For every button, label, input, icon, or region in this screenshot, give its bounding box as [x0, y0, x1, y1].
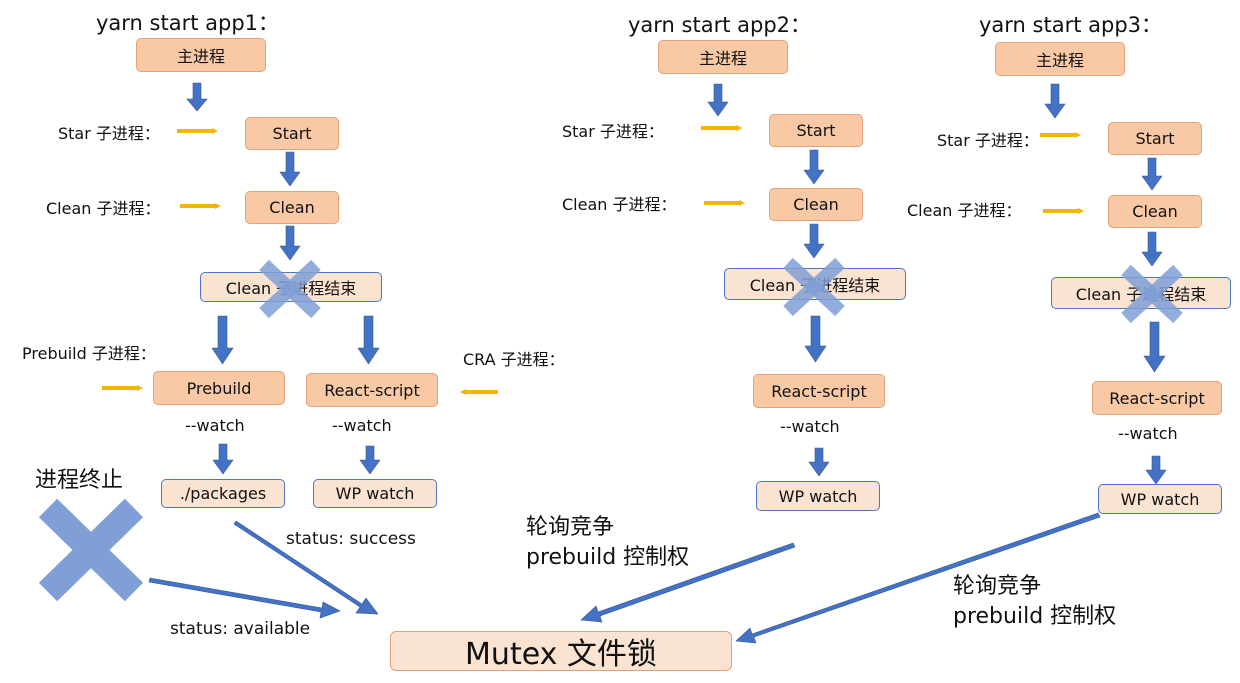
poll-label-app2: 轮询竞争 prebuild 控制权 — [526, 515, 690, 570]
app3-clean-label: Clean 子进程： — [907, 201, 1022, 220]
app1-watch-right: --watch — [332, 416, 392, 435]
terminated-label: 进程终止 — [35, 468, 124, 493]
app1-wp-watch-box: WP watch — [313, 479, 437, 508]
app3-main-process: 主进程 — [995, 42, 1125, 76]
app1-react-script-box: React-script — [306, 373, 438, 407]
app1-main-process: 主进程 — [136, 38, 266, 72]
app3-wp-watch-box: WP watch — [1098, 484, 1222, 514]
app1-prebuild-box: Prebuild — [153, 371, 285, 405]
app1-cra-label: CRA 子进程： — [463, 350, 565, 369]
app3-react-script-box: React-script — [1092, 381, 1222, 415]
app2-wp-watch-box: WP watch — [756, 481, 880, 511]
app3-vertical-arrows — [1044, 83, 1167, 485]
app1-title: yarn start app1： — [96, 11, 280, 35]
app2-vertical-arrows — [707, 83, 830, 477]
app1-clean-end-box: Clean 子进程结束 — [200, 272, 382, 302]
app1-packages-box: ./packages — [161, 479, 285, 508]
app3-watch: --watch — [1118, 424, 1178, 443]
app2-star-label: Star 子进程： — [562, 122, 664, 141]
app2-main-process: 主进程 — [658, 40, 788, 74]
app2-start-box: Start — [769, 114, 863, 147]
app1-clean-box: Clean — [245, 191, 339, 224]
status-success-label: status: success — [286, 529, 416, 549]
app2-watch: --watch — [780, 417, 840, 436]
app3-star-label: Star 子进程： — [937, 131, 1039, 150]
app2-react-script-box: React-script — [753, 374, 885, 408]
app2-clean-box: Clean — [769, 188, 863, 221]
app1-vertical-arrows — [186, 82, 381, 475]
poll-label-app3: 轮询竞争 prebuild 控制权 — [953, 574, 1117, 629]
app2-title: yarn start app2： — [628, 13, 812, 37]
app1-star-label: Star 子进程： — [58, 124, 160, 143]
app3-start-box: Start — [1108, 122, 1202, 155]
app3-clean-box: Clean — [1108, 195, 1202, 228]
app3-clean-end-box: Clean 子进程结束 — [1051, 277, 1231, 309]
app1-watch-left: --watch — [185, 416, 245, 435]
app1-start-box: Start — [245, 117, 339, 150]
yellow-side-arrows — [102, 125, 1084, 395]
app2-clean-end-box: Clean 子进程结束 — [724, 268, 906, 300]
app2-clean-label: Clean 子进程： — [562, 195, 677, 214]
mutex-file-lock: Mutex 文件锁 — [390, 631, 732, 672]
app3-title: yarn start app3： — [979, 13, 1163, 37]
app1-prebuild-label: Prebuild 子进程： — [22, 344, 156, 363]
mutex-arrows — [148, 512, 1101, 644]
status-available-label: status: available — [170, 619, 311, 639]
app1-clean-label: Clean 子进程： — [46, 199, 161, 218]
